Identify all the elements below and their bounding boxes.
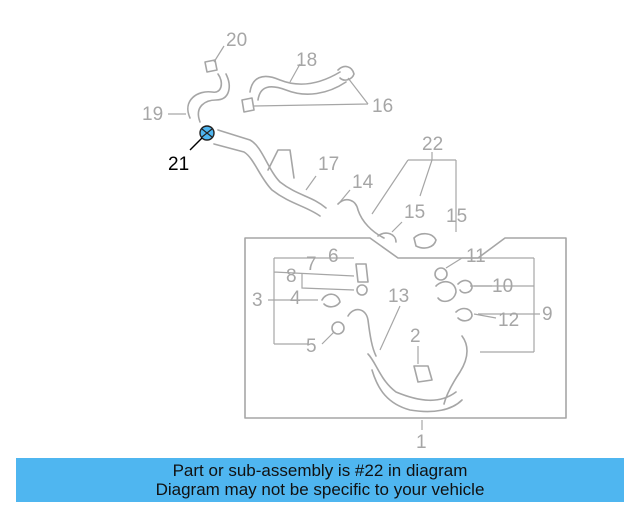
callout-4: 4 xyxy=(290,288,301,309)
leader-8-7-6 xyxy=(301,274,355,291)
hose-part-13-inner xyxy=(371,369,463,413)
hose-part-15a xyxy=(337,198,385,239)
pipe-part-3 xyxy=(347,308,377,357)
leader-part-22 xyxy=(189,137,203,151)
callout-7: 7 xyxy=(306,254,317,275)
leader-15a xyxy=(339,189,351,203)
info-banner: Part or sub-assembly is #22 in diagram D… xyxy=(16,458,624,502)
callout-21: 20 xyxy=(226,30,247,51)
hose-part-9 xyxy=(443,335,468,405)
oring-part-7 xyxy=(356,284,368,296)
clamp-part-4 xyxy=(321,293,341,308)
callout-2: 2 xyxy=(410,326,421,347)
leader-3 xyxy=(268,257,355,345)
bracket-part-17 xyxy=(267,149,295,179)
leader-5 xyxy=(321,331,335,345)
callout-19: 16 xyxy=(372,96,393,117)
callout-15b: 15 xyxy=(404,202,425,223)
callout-9: 9 xyxy=(542,304,553,325)
clamp-part-21 xyxy=(204,59,218,73)
callout-6: 6 xyxy=(328,246,339,267)
callout-13: 13 xyxy=(388,286,409,307)
hose-part-18 xyxy=(249,71,341,93)
callout-18: 18 xyxy=(296,50,317,71)
oring-part-5 xyxy=(331,321,345,335)
banner-part-line: Part or sub-assembly is #22 in diagram xyxy=(172,461,468,480)
clamp-part-19a xyxy=(241,97,255,113)
fitting-part-6 xyxy=(355,263,369,283)
leader-11 xyxy=(445,257,463,269)
leader-12 xyxy=(473,313,497,319)
clamp-part-12 xyxy=(455,307,473,322)
callout-1: 1 xyxy=(416,432,427,453)
pipe-part-17 xyxy=(217,129,327,209)
leader-17 xyxy=(305,175,317,191)
callout-10: 10 xyxy=(492,276,513,297)
leader-15b xyxy=(391,221,403,233)
oring-part-11 xyxy=(434,267,448,281)
callout-17: 17 xyxy=(318,154,339,175)
fitting-part-2 xyxy=(413,365,433,383)
callout-3: 3 xyxy=(252,290,263,311)
fitting-part-16 xyxy=(413,232,437,249)
callout-22: 21 xyxy=(168,154,189,175)
hose-part-20 xyxy=(187,73,223,119)
callout-12: 12 xyxy=(498,310,519,331)
parts-diagram: 20 18 19 16 21 17 22 14 15 15 6 7 8 4 3 … xyxy=(142,30,567,453)
pipe-part-17-inner xyxy=(213,143,321,217)
hose-part-18-inner xyxy=(257,81,347,101)
callout-16: 15 xyxy=(446,206,467,227)
hose-part-20-inner xyxy=(197,73,230,123)
callout-15a: 14 xyxy=(352,172,374,193)
banner-disclaimer-line: Diagram may not be specific to your vehi… xyxy=(155,480,485,499)
callout-11: 11 xyxy=(466,246,486,267)
leader-9 xyxy=(462,257,540,353)
leader-19 xyxy=(253,77,369,107)
callout-8: 8 xyxy=(286,266,297,287)
callout-5: 5 xyxy=(306,336,317,357)
clamp-part-10 xyxy=(457,279,473,294)
leader-18 xyxy=(289,63,301,83)
clip-part-22-detail xyxy=(201,128,213,138)
hose-part-13 xyxy=(367,353,457,402)
callout-20: 19 xyxy=(142,104,163,125)
fitting-part-11 xyxy=(435,280,457,303)
callout-14: 22 xyxy=(422,134,443,155)
leader-13 xyxy=(379,305,401,351)
leader-21 xyxy=(213,45,225,63)
hose-part-15b xyxy=(377,232,397,243)
leader-14 xyxy=(371,152,457,232)
assembly-box-outline xyxy=(244,237,567,419)
clamp-part-19b xyxy=(337,65,355,81)
